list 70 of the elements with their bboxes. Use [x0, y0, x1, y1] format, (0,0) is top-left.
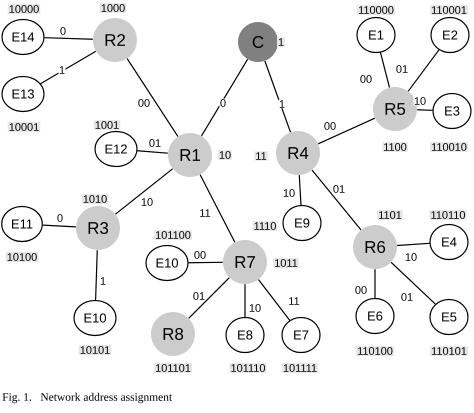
address-label: 10100 — [6, 252, 38, 262]
connector-line — [374, 269, 376, 298]
edge-label: 01 — [332, 184, 346, 194]
connector-line — [244, 284, 246, 317]
edge-label: 10 — [282, 188, 296, 198]
address-label: 101101 — [154, 363, 192, 373]
address-label: 1010 — [82, 194, 108, 204]
address-label: 1100 — [382, 142, 408, 152]
edge-label: 11 — [288, 296, 300, 306]
edge-label: 0 — [219, 98, 227, 108]
address-label: 1110 — [252, 221, 278, 231]
address-label: 110010 — [430, 142, 468, 152]
connector-line — [318, 118, 376, 144]
connector-line — [188, 262, 223, 264]
edge-label: 1 — [58, 66, 66, 74]
connector-line — [380, 52, 390, 88]
connector-line — [126, 58, 178, 137]
connector-line — [40, 50, 96, 84]
connector-line — [397, 242, 430, 246]
edge-label: 01 — [192, 292, 206, 300]
connector-line — [44, 37, 93, 40]
address-label: 110000 — [357, 5, 395, 15]
edge-label: 00 — [354, 286, 368, 294]
edge-label: 1 — [278, 100, 286, 108]
edge-label: 01 — [148, 138, 162, 148]
address-label: 1101 — [377, 210, 403, 220]
address-label: 101111 — [282, 363, 318, 373]
connector-line — [408, 50, 440, 92]
connector-line — [137, 150, 168, 154]
address-label: 10001 — [8, 122, 40, 132]
address-label: 10000 — [8, 4, 40, 14]
address-label: 110110 — [430, 210, 466, 220]
address-label: 101100 — [154, 230, 192, 240]
edge-label: 10 — [140, 198, 154, 206]
edge-label: 00 — [137, 98, 151, 108]
address-label: 101110 — [230, 363, 266, 373]
address-label: 1011 — [273, 258, 299, 268]
edge-label: 00 — [359, 74, 373, 84]
edge-label: 01 — [395, 64, 409, 74]
connector-line — [312, 170, 362, 230]
address-label: 10101 — [78, 345, 112, 355]
edge-label: 10 — [413, 96, 427, 106]
connector-line — [200, 59, 248, 136]
connector-line — [188, 277, 230, 319]
edge-label: 0 — [59, 26, 67, 36]
connector-line — [298, 175, 302, 205]
connector-line — [200, 174, 236, 243]
edge-label: 10 — [248, 304, 262, 312]
address-label: 10 — [218, 150, 232, 160]
edge-label: 11 — [198, 208, 212, 218]
address-label: 1000 — [100, 3, 126, 13]
edge-label: 10 — [404, 252, 418, 262]
connector-line — [42, 224, 76, 228]
address-label: 110001 — [430, 5, 468, 15]
edge-label: 1 — [99, 276, 107, 286]
address-label: 1001 — [94, 120, 120, 130]
address-label: 11 — [254, 151, 268, 161]
connector-line — [258, 279, 290, 321]
edge-label: 00 — [193, 250, 207, 260]
address-label: 110101 — [430, 346, 468, 356]
address-label: 110100 — [356, 346, 394, 356]
connector-line — [417, 109, 432, 111]
connector-line — [115, 168, 173, 215]
edge-label: 00 — [323, 122, 337, 130]
connector-line — [95, 250, 98, 300]
caption: Fig. 1. Network address assignment — [2, 392, 172, 404]
connector-line — [390, 262, 436, 304]
edge-label: 01 — [400, 292, 414, 302]
connector-line — [264, 60, 292, 132]
edge-label: 0 — [56, 214, 64, 222]
